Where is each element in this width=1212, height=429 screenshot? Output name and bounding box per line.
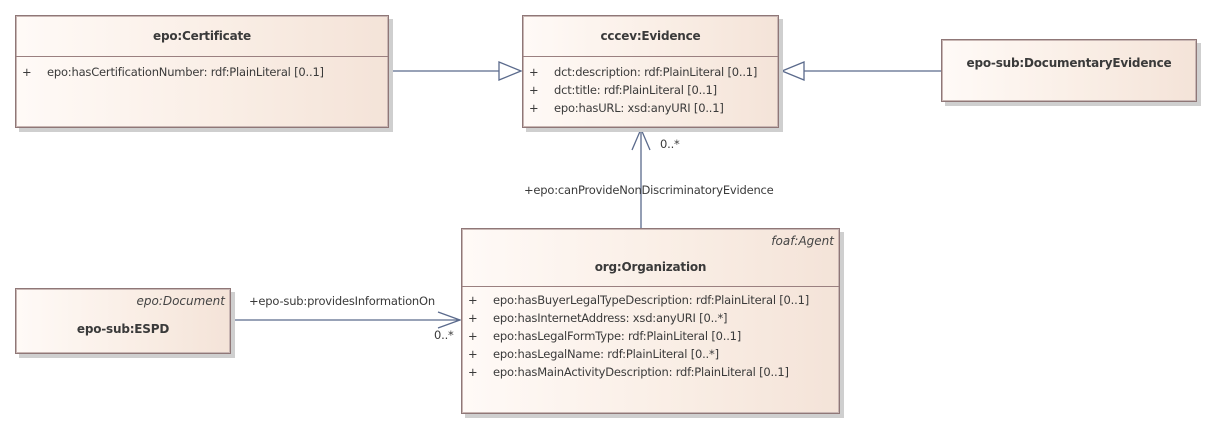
- attribute[interactable]: +epo:hasURL: xsd:anyURI [0..1]: [529, 101, 724, 115]
- open-arrowhead-icon: [437, 311, 462, 329]
- class-organization[interactable]: foaf:Agent org:Organization +epo:hasBuye…: [461, 228, 840, 414]
- attribute[interactable]: +epo:hasCertificationNumber: rdf:PlainLi…: [22, 65, 324, 79]
- attribute[interactable]: +dct:description: rdf:PlainLiteral [0..1…: [529, 65, 758, 79]
- open-arrowhead-icon: [631, 127, 651, 151]
- attribute-list: +epo:hasBuyerLegalTypeDescription: rdf:P…: [462, 291, 839, 381]
- attribute[interactable]: +epo:hasMainActivityDescription: rdf:Pla…: [468, 365, 789, 379]
- class-header: org:Organization: [462, 229, 839, 287]
- class-certificate[interactable]: epo:Certificate +epo:hasCertificationNum…: [15, 15, 389, 128]
- class-espd[interactable]: epo:Document epo-sub:ESPD: [15, 288, 231, 354]
- multiplicity-label: 0..*: [434, 328, 454, 342]
- multiplicity-label: 0..*: [660, 137, 680, 151]
- class-name: epo:Certificate: [153, 29, 251, 43]
- class-header: epo-sub:DocumentaryEvidence: [942, 40, 1196, 101]
- class-name: org:Organization: [594, 260, 707, 274]
- attribute[interactable]: +dct:title: rdf:PlainLiteral [0..1]: [529, 83, 717, 97]
- class-stereotype: epo:Document: [136, 294, 225, 308]
- class-name: cccev:Evidence: [600, 29, 701, 43]
- class-stereotype: foaf:Agent: [771, 234, 834, 248]
- role-label: +epo-sub:providesInformationOn: [249, 294, 435, 308]
- attribute[interactable]: +epo:hasBuyerLegalTypeDescription: rdf:P…: [468, 293, 809, 307]
- attribute[interactable]: +epo:hasLegalName: rdf:PlainLiteral [0..…: [468, 347, 719, 361]
- attribute[interactable]: +epo:hasLegalFormType: rdf:PlainLiteral …: [468, 329, 742, 343]
- role-label: +epo:canProvideNonDiscriminatoryEvidence: [524, 183, 774, 197]
- class-name: epo-sub:DocumentaryEvidence: [966, 55, 1172, 70]
- class-name: epo-sub:ESPD: [76, 322, 170, 336]
- attribute[interactable]: +epo:hasInternetAddress: xsd:anyURI [0..…: [468, 311, 728, 325]
- generalization-arrowhead-icon: [780, 61, 805, 81]
- class-header: cccev:Evidence: [523, 16, 778, 57]
- generalization-arrowhead-icon: [498, 61, 523, 81]
- attribute-list: +dct:description: rdf:PlainLiteral [0..1…: [523, 63, 778, 117]
- class-header: epo-sub:ESPD: [16, 319, 230, 339]
- attribute-list: +epo:hasCertificationNumber: rdf:PlainLi…: [16, 63, 388, 81]
- class-header: epo:Certificate: [16, 16, 388, 57]
- class-evidence[interactable]: cccev:Evidence +dct:description: rdf:Pla…: [522, 15, 779, 128]
- class-documentary-evidence[interactable]: epo-sub:DocumentaryEvidence: [941, 39, 1197, 102]
